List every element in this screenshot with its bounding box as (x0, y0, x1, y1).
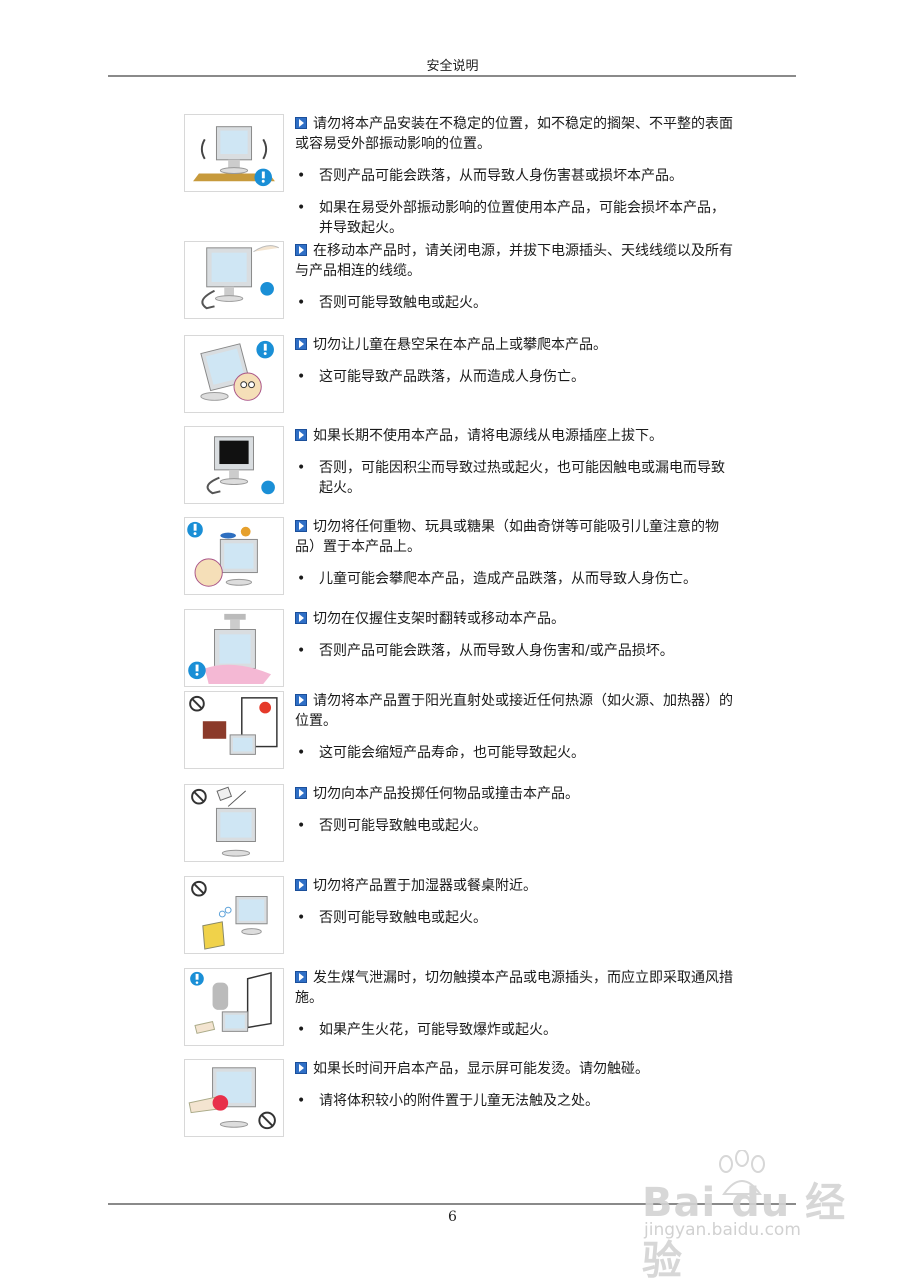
bullet-dot: • (297, 1093, 306, 1109)
bullet-dot: • (297, 369, 306, 385)
hot-screen-prohibited-icon (184, 1059, 284, 1137)
item-lead-text: 切勿将产品置于加湿器或餐桌附近。 (313, 878, 537, 894)
arrow-bullet-icon (295, 612, 307, 624)
bullet-dot: • (297, 910, 306, 926)
footer-rule (108, 1203, 796, 1205)
item-lead-text: 切勿在仅握住支架时翻转或移动本产品。 (313, 611, 565, 627)
monitor-unplug-icon (184, 241, 284, 319)
item-lead-text: 请勿将本产品置于阳光直射处或接近任何热源（如火源、加热器）的位置。 (295, 693, 733, 729)
bullet-text: 这可能导致产品跌落，从而造成人身伤亡。 (319, 369, 585, 385)
item-lead-text: 在移动本产品时，请关闭电源，并拔下电源插头、天线线缆以及所有与产品相连的线缆。 (295, 243, 733, 279)
item-lead-text: 切勿将任何重物、玩具或糖果（如曲奇饼等可能吸引儿童注意的物品）置于本产品上。 (295, 519, 719, 555)
bullet-point: • 否则，可能因积尘而导致过热或起火，也可能因触电或漏电而导致起火。 (295, 458, 735, 498)
monitor-shaking-warning-icon (184, 114, 284, 192)
baidu-jingyan-watermark: Bai du 经验 jingyan.baidu.com (640, 1150, 850, 1284)
bullet-point: • 否则产品可能会跌落，从而导致人身伤害甚或损坏本产品。 (295, 166, 735, 186)
arrow-bullet-icon (295, 429, 307, 441)
bullet-dot: • (297, 1022, 306, 1038)
bullet-dot: • (297, 168, 306, 184)
bullet-text: 否则可能导致触电或起火。 (319, 295, 487, 311)
bullet-point: • 否则可能导致触电或起火。 (295, 293, 735, 313)
paw-icon (719, 1150, 765, 1195)
monitor-unplug-idle-icon (184, 426, 284, 504)
bullet-text: 这可能会缩短产品寿命，也可能导致起火。 (319, 745, 585, 761)
page-number: 6 (448, 1209, 457, 1225)
item-lead-text: 发生煤气泄漏时，切勿触摸本产品或电源插头，而应立即采取通风措施。 (295, 970, 733, 1006)
header-rule (108, 75, 796, 77)
watermark-url: jingyan.baidu.com (644, 1220, 801, 1240)
objects-on-monitor-warning-icon (184, 517, 284, 595)
bullet-text: 请将体积较小的附件置于儿童无法触及之处。 (319, 1093, 599, 1109)
gas-leak-warning-icon (184, 968, 284, 1046)
bullet-text: 否则产品可能会跌落，从而导致人身伤害甚或损坏本产品。 (319, 168, 683, 184)
arrow-bullet-icon (295, 117, 307, 129)
bullet-point: • 如果产生火花，可能导致爆炸或起火。 (295, 1020, 735, 1040)
bullet-point: • 否则可能导致触电或起火。 (295, 908, 735, 928)
bullet-dot: • (297, 643, 306, 659)
bullet-dot: • (297, 745, 306, 761)
arrow-bullet-icon (295, 787, 307, 799)
watermark-logo-text: Bai du 经验 (642, 1180, 847, 1284)
arrow-bullet-icon (295, 338, 307, 350)
bullet-point: • 否则产品可能会跌落，从而导致人身伤害和/或产品损坏。 (295, 641, 735, 661)
bullet-dot: • (297, 200, 306, 216)
bullet-text: 儿童可能会攀爬本产品，造成产品跌落，从而导致人身伤亡。 (319, 571, 697, 587)
arrow-bullet-icon (295, 971, 307, 983)
bullet-point: • 儿童可能会攀爬本产品，造成产品跌落，从而导致人身伤亡。 (295, 569, 735, 589)
arrow-bullet-icon (295, 1062, 307, 1074)
hold-by-stand-warning-icon (184, 609, 284, 687)
bullet-text: 否则，可能因积尘而导致过热或起火，也可能因触电或漏电而导致起火。 (319, 460, 725, 496)
arrow-bullet-icon (295, 520, 307, 532)
bullet-dot: • (297, 295, 306, 311)
bullet-text: 否则可能导致触电或起火。 (319, 818, 487, 834)
bullet-text: 否则可能导致触电或起火。 (319, 910, 487, 926)
arrow-bullet-icon (295, 879, 307, 891)
item-lead-text: 切勿让儿童在悬空呆在本产品上或攀爬本产品。 (313, 337, 607, 353)
bullet-point: • 请将体积较小的附件置于儿童无法触及之处。 (295, 1091, 735, 1111)
bullet-point: • 这可能会缩短产品寿命，也可能导致起火。 (295, 743, 735, 763)
item-lead-text: 请勿将本产品安装在不稳定的位置，如不稳定的搁架、不平整的表面或容易受外部振动影响… (295, 116, 733, 152)
bullet-dot: • (297, 818, 306, 834)
bullet-dot: • (297, 571, 306, 587)
item-lead-text: 切勿向本产品投掷任何物品或撞击本产品。 (313, 786, 579, 802)
arrow-bullet-icon (295, 244, 307, 256)
humidifier-prohibited-icon (184, 876, 284, 954)
bullet-text: 如果在易受外部振动影响的位置使用本产品，可能会损坏本产品，并导致起火。 (319, 200, 725, 236)
bullet-dot: • (297, 460, 306, 476)
heat-source-prohibited-icon (184, 691, 284, 769)
bullet-text: 如果产生火花，可能导致爆炸或起火。 (319, 1022, 557, 1038)
bullet-text: 否则产品可能会跌落，从而导致人身伤害和/或产品损坏。 (319, 643, 674, 659)
bullet-point: • 否则可能导致触电或起火。 (295, 816, 735, 836)
arrow-bullet-icon (295, 694, 307, 706)
page-header-title: 安全说明 (426, 59, 479, 74)
bullet-point: • 如果在易受外部振动影响的位置使用本产品，可能会损坏本产品，并导致起火。 (295, 198, 735, 238)
child-climbing-monitor-warning-icon (184, 335, 284, 413)
throw-objects-prohibited-icon (184, 784, 284, 862)
bullet-point: • 这可能导致产品跌落，从而造成人身伤亡。 (295, 367, 735, 387)
item-lead-text: 如果长时间开启本产品，显示屏可能发烫。请勿触碰。 (313, 1061, 649, 1077)
item-lead-text: 如果长期不使用本产品，请将电源线从电源插座上拔下。 (313, 428, 663, 444)
